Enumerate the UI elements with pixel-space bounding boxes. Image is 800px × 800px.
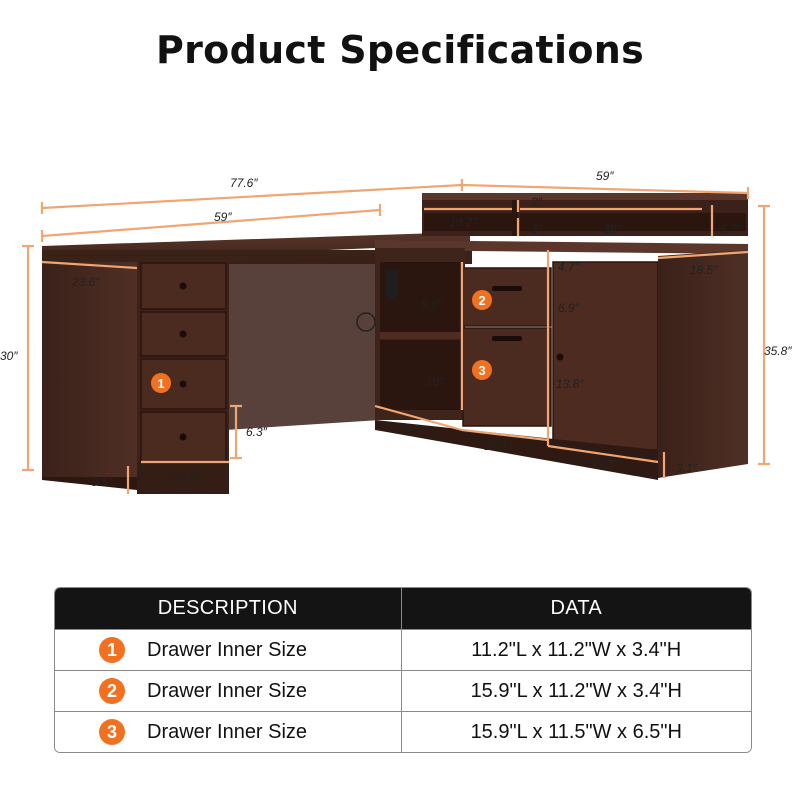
dim-drawer-width: 18.1″ [484, 439, 512, 453]
dim-return-width: 59″ [596, 169, 614, 183]
page-title: Product Specifications [155, 28, 645, 72]
dim-hutch-width: 38″ [603, 222, 621, 236]
desk-diagram: 77.6″ 59″ 59″ 23.6″ 30″ 6.3″ 3.1″ 13.1″ … [0, 169, 792, 494]
number-badge: 2 [99, 678, 125, 704]
cabinet-door [552, 261, 659, 451]
dim-pedestal-width: 13.1″ [172, 470, 200, 484]
drawer-3-handle [492, 336, 522, 341]
hutch-gap-left [424, 213, 512, 231]
badge-1-label: 1 [157, 376, 164, 391]
row-description: Drawer Inner Size [147, 720, 308, 743]
left-pedestal-base [42, 477, 137, 490]
dim-cabinet-shelf-gap: 4.7″ [558, 260, 580, 274]
desk-illustration [42, 193, 748, 494]
dim-hutch-gap: 3″ [531, 222, 543, 236]
dim-hutch-depth: 5.7″ [720, 222, 742, 236]
row-description-cell: 1 Drawer Inner Size [55, 630, 401, 670]
row-data: 15.9"L x 11.5"W x 6.5"H [400, 712, 751, 752]
hutch-gap-right [520, 213, 746, 231]
badge-1-marker [151, 373, 171, 393]
header-data: DATA [400, 588, 752, 629]
number-badge: 1 [99, 637, 125, 663]
header-description: DESCRIPTION [157, 597, 298, 619]
door-knob [556, 353, 564, 361]
dim-desk-height: 30″ [0, 349, 18, 363]
dim-shelf-upper: 9.8″ [421, 297, 443, 311]
table-row: 2 Drawer Inner Size 15.9"L x 11.2"W x 3.… [55, 670, 751, 711]
row-data: 11.2"L x 11.2"W x 3.4"H [400, 630, 751, 670]
spec-table: DESCRIPTION DATA 1 Drawer Inner Size 11.… [54, 587, 752, 753]
row-description: Drawer Inner Size [147, 679, 308, 702]
dim-door-width: 19.3″ [590, 457, 618, 471]
row-description-cell: 3 Drawer Inner Size [55, 712, 401, 752]
hutch-divider [512, 200, 518, 236]
hutch-top [422, 193, 748, 201]
cabinet-side [658, 250, 748, 478]
drawer-stack [140, 262, 227, 463]
badge-3-label: 3 [478, 363, 485, 378]
cabinet-base [375, 420, 658, 480]
dim-drawer-height: 6.3″ [246, 425, 268, 439]
drawer-knobs [179, 282, 187, 441]
desk-back-panel [225, 255, 380, 430]
dim-cabinet-depth: 18.5″ [690, 263, 718, 277]
dim-total-height: 35.8″ [764, 344, 792, 358]
badge-2-label: 2 [478, 293, 485, 308]
dim-cabinet-leg: 3.1″ [676, 461, 698, 475]
number-badge: 3 [99, 719, 125, 745]
spec-table-header: DESCRIPTION DATA [55, 588, 751, 629]
dim-leg-height: 3.1″ [91, 475, 113, 489]
row-description: Drawer Inner Size [147, 638, 308, 661]
row-data: 15.9"L x 11.2"W x 3.4"H [400, 671, 751, 711]
cabinet-top [375, 240, 748, 254]
badge-3-marker [472, 360, 492, 380]
dimension-labels: 77.6″ 59″ 59″ 23.6″ 30″ 6.3″ 3.1″ 13.1″ … [0, 169, 792, 489]
drawer-2-handle [492, 286, 522, 291]
row-description-cell: 2 Drawer Inner Size [55, 671, 401, 711]
power-strip [386, 270, 398, 300]
badge-2-marker [472, 290, 492, 310]
cable-hole-icon [356, 312, 376, 332]
diagram-badges: 1 2 3 [151, 290, 492, 393]
dimension-lines [22, 179, 770, 494]
dim-desk-depth: 23.6″ [71, 275, 100, 289]
pedestal-foot [137, 462, 229, 494]
table-row: 1 Drawer Inner Size 11.2"L x 11.2"W x 3.… [55, 629, 751, 670]
dim-open-shelf-width: 19.2″ [398, 423, 426, 437]
open-shelf-lower [380, 340, 460, 410]
dim-total-length: 77.6″ [230, 176, 258, 190]
dim-shelf-lower: 10″ [426, 375, 444, 389]
dim-hutch-shelf-height: 2″ [530, 195, 543, 209]
dim-drawer2-height: 6.9″ [558, 301, 580, 315]
dim-hutch-left-width: 19.2″ [449, 215, 477, 229]
left-pedestal [42, 262, 137, 477]
table-row: 3 Drawer Inner Size 15.9"L x 11.5"W x 6.… [55, 711, 751, 752]
shelf-board [380, 332, 462, 339]
dim-drawer3-height: 13.8″ [556, 377, 584, 391]
dim-desktop-length: 59″ [214, 210, 232, 224]
